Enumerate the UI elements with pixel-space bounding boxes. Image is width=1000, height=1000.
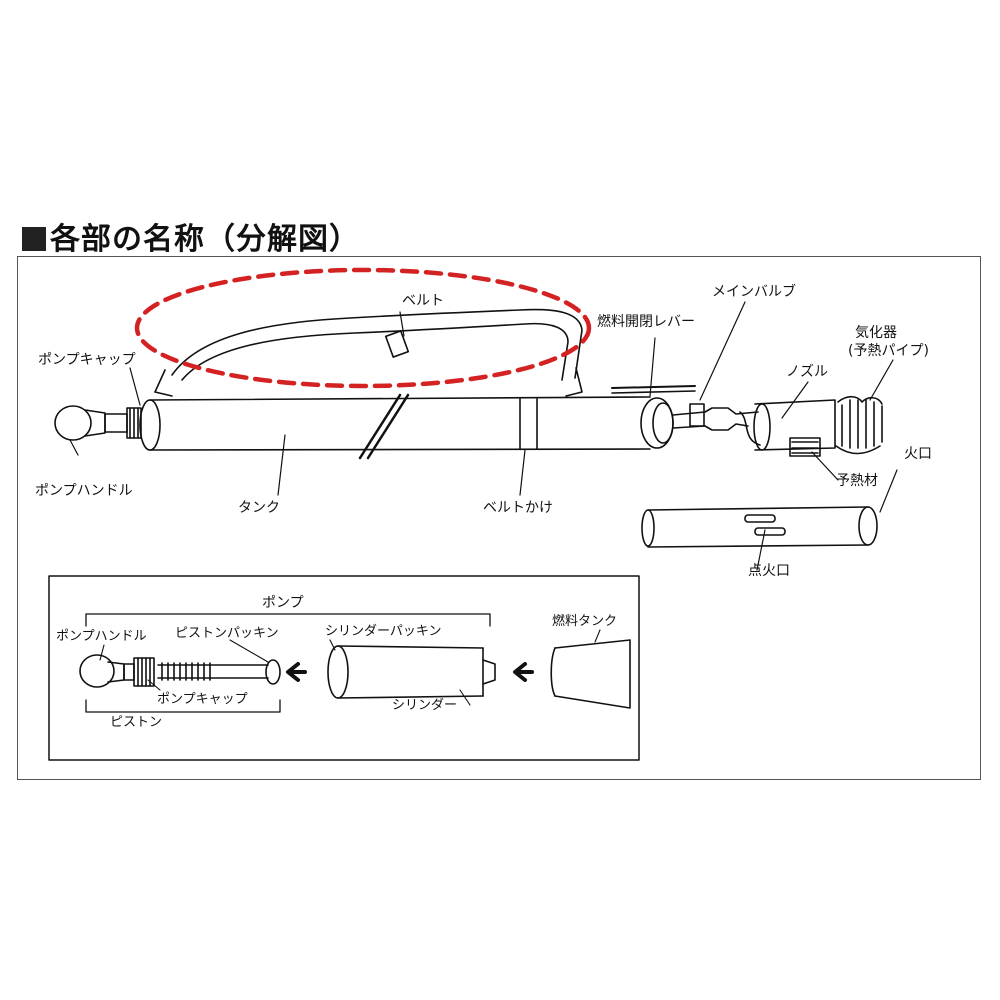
valve-assembly bbox=[611, 385, 761, 446]
inset-label-pump: ポンプ bbox=[262, 595, 304, 611]
heading-text: 各部の名称（分解図） bbox=[50, 222, 360, 257]
square-bullet-icon bbox=[22, 227, 46, 251]
belt-buckle bbox=[384, 330, 410, 358]
arrow-left-icon-2 bbox=[513, 662, 534, 682]
belt-strap bbox=[154, 308, 583, 397]
tank-body bbox=[139, 393, 674, 460]
arrow-left-icon bbox=[286, 662, 307, 682]
label-vaporizer-sub: (予熱パイプ) bbox=[848, 343, 929, 359]
label-fuel-lever: 燃料開閉レバー bbox=[597, 314, 695, 330]
label-belt: ベルト bbox=[402, 293, 444, 309]
label-preheat-material: 予熱材 bbox=[836, 473, 878, 489]
label-pump-cap: ポンプキャップ bbox=[38, 352, 136, 368]
inset-label-fuel-tank: 燃料タンク bbox=[552, 614, 618, 629]
label-pump-handle: ポンプハンドル bbox=[35, 483, 133, 499]
belt-highlight-ellipse bbox=[134, 267, 592, 389]
inset-label-cylinder: シリンダー bbox=[392, 698, 458, 713]
inset-label-pump-cap: ポンプキャップ bbox=[157, 692, 248, 707]
burner-tube bbox=[641, 506, 878, 548]
label-main-valve: メインバルブ bbox=[712, 284, 796, 300]
inset-label-piston: ピストン bbox=[110, 715, 163, 730]
inset-label-cylinder-packing: シリンダーパッキン bbox=[325, 624, 442, 639]
label-vaporizer: 気化器 bbox=[855, 325, 897, 341]
leader-lines bbox=[69, 301, 898, 571]
inset-box bbox=[48, 575, 640, 761]
inset-label-pump-handle: ポンプハンドル bbox=[56, 629, 147, 644]
label-belt-hook: ベルトかけ bbox=[483, 500, 553, 516]
label-nozzle: ノズル bbox=[786, 364, 828, 380]
section-heading: 各部の名称（分解図） bbox=[22, 214, 360, 258]
inset-piston bbox=[79, 654, 281, 688]
diagram-frame bbox=[17, 256, 981, 780]
pump-handle-assembly bbox=[54, 405, 142, 441]
label-ignition-port: 点火口 bbox=[748, 563, 790, 579]
inset-fuel-tank bbox=[550, 639, 631, 709]
label-tank: タンク bbox=[238, 500, 280, 516]
vaporizer bbox=[753, 395, 883, 457]
inset-leader-lines bbox=[99, 629, 601, 706]
inset-label-piston-packing: ピストンパッキン bbox=[175, 626, 279, 641]
label-burner-mouth: 火口 bbox=[904, 446, 932, 462]
inset-cylinder bbox=[327, 645, 496, 699]
inset-brackets bbox=[85, 613, 491, 713]
